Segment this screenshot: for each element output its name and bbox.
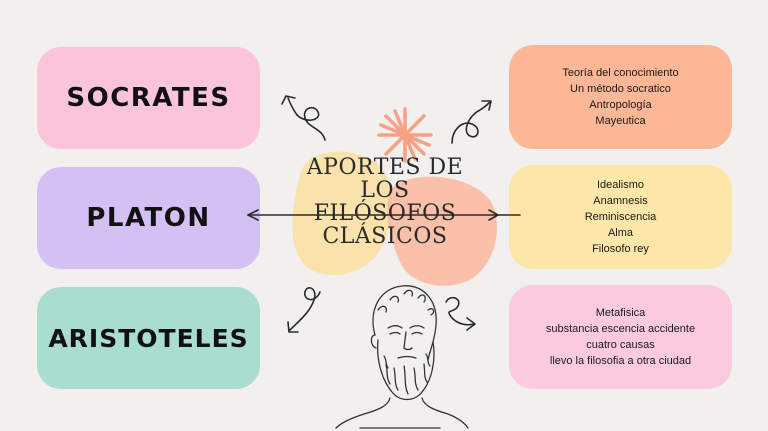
yellow-blob [292,151,392,276]
contribution-item: Anamnesis [593,195,648,207]
central-title: APORTES DE LOS FILÓSOFOS CLÁSICOS [300,156,470,248]
contribution-item: Filosofo rey [592,243,649,255]
contribution-item: Metafisica [595,307,646,319]
contribution-item: llevo la filosofia a otra ciudad [549,355,692,367]
contribution-item: Un método socratico [570,83,671,95]
title-line: FILÓSOFOS [313,201,457,226]
aristoteles-box: ARISTOTELES [37,287,260,389]
philosopher-bust-icon [335,285,469,429]
contribution-item: Mayeutica [595,115,646,127]
contribution-item: cuatro causas [586,339,655,351]
contribution-item: substancia escencia accidente [545,323,696,335]
sun-burst-icon [377,107,433,163]
peach-blob [387,176,498,286]
platon-box: PLATON [37,167,260,269]
socrates-label: SOCRATES [66,83,231,113]
title-line: CLÁSICOS [322,224,448,249]
socrates-contributions-box: Teoría del conocimiento Un método socrat… [509,45,732,149]
socrates-box: SOCRATES [37,47,260,149]
aristoteles-label: ARISTOTELES [48,323,249,353]
contribution-item: Idealismo [596,179,645,191]
title-line: LOS [360,178,410,203]
contribution-item: Teoría del conocimiento [562,67,679,79]
contribution-item: Reminiscencia [584,211,657,223]
contribution-item: Antropología [589,99,652,111]
platon-label: PLATON [86,203,211,233]
aristoteles-contributions-box: Metafisica substancia escencia accidente… [509,285,732,389]
title-line: APORTES DE [306,155,464,180]
contribution-item: Alma [607,227,634,239]
platon-contributions-box: Idealismo Anamnesis Reminiscencia Alma F… [509,165,732,269]
